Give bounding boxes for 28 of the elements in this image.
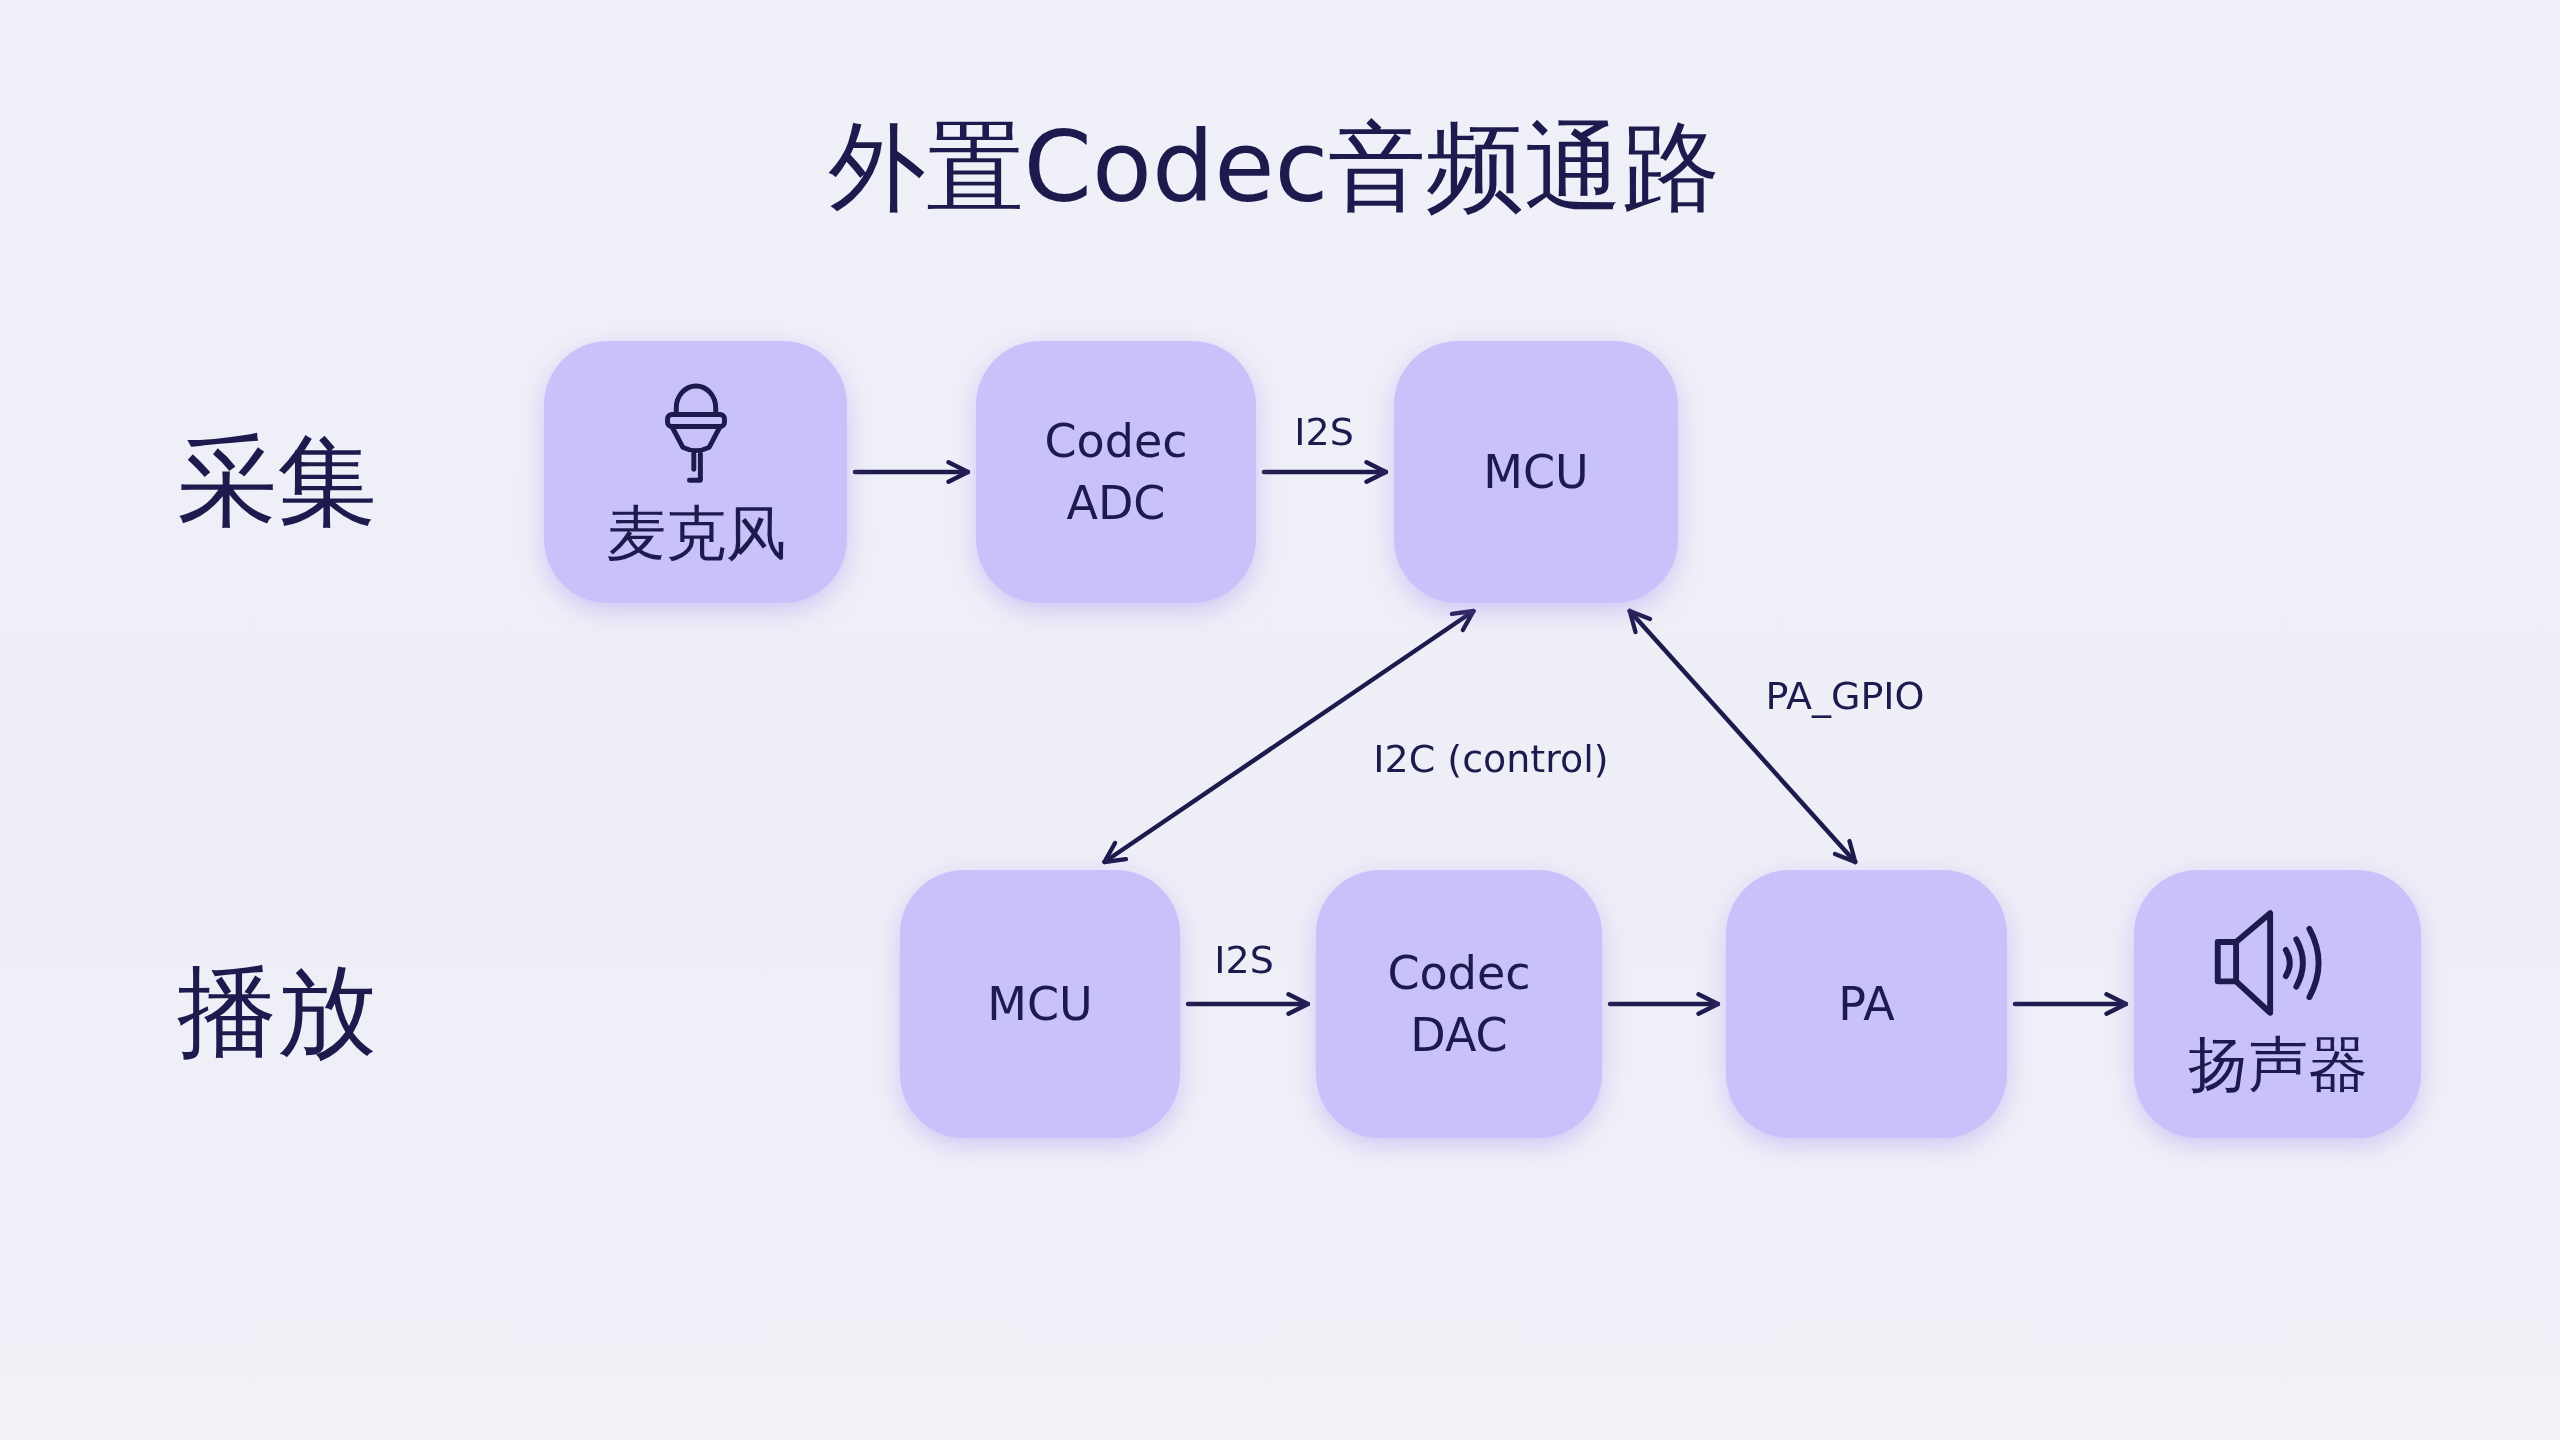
node-label: 扬声器 xyxy=(2187,1028,2368,1100)
process-box xyxy=(900,870,1180,1138)
process-box xyxy=(976,341,1256,603)
edge-label: PA_GPIO xyxy=(1765,673,1925,719)
process-box xyxy=(1726,870,2007,1138)
process-box xyxy=(1394,341,1678,603)
arrow xyxy=(1102,608,1476,865)
arrow xyxy=(2012,992,2129,1016)
node-label: MCU xyxy=(1483,444,1589,501)
arrow xyxy=(1607,992,1721,1016)
row-label: 播放 xyxy=(177,954,377,1070)
arrow xyxy=(1261,460,1389,484)
arrow xyxy=(852,460,971,484)
node-label: 麦克风 xyxy=(605,497,786,569)
edge-label: I2C (control) xyxy=(1373,736,1609,782)
process-box xyxy=(1316,870,1602,1138)
arrow xyxy=(1627,608,1858,865)
arrow xyxy=(1185,992,1311,1016)
node-label: PA xyxy=(1838,976,1895,1033)
node-label: MCU xyxy=(987,976,1093,1033)
node-label: Codec ADC xyxy=(1043,413,1189,532)
node-label: Codec DAC xyxy=(1386,945,1532,1064)
edge-label: I2S xyxy=(1214,937,1274,983)
row-label: 采集 xyxy=(177,424,377,540)
process-box xyxy=(544,341,847,603)
diagram-title: 外置Codec音频通路 xyxy=(827,109,1721,226)
edge-label: I2S xyxy=(1294,409,1354,455)
process-box xyxy=(2134,870,2421,1138)
